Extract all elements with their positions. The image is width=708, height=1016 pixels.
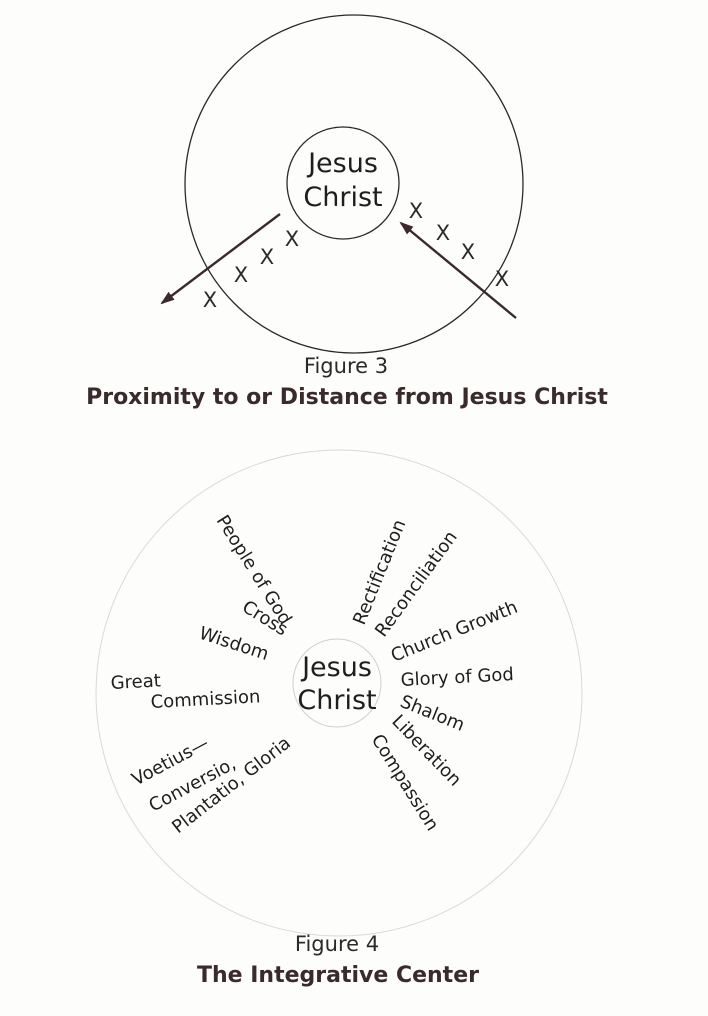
figure3-title: Proximity to or Distance from Jesus Chri… xyxy=(86,385,608,410)
label-commission: Commission xyxy=(150,686,261,713)
label-great: Great xyxy=(110,670,161,694)
figure3-inner-circle xyxy=(286,126,400,240)
toward-arrow xyxy=(399,221,517,319)
away-mark-1: X xyxy=(285,227,299,251)
figure4-center-line1: Jesus xyxy=(300,652,372,683)
figure4-title: The Integrative Center xyxy=(197,963,479,988)
figure3-center-line2: Christ xyxy=(303,182,382,213)
label-glory-of-god: Glory of God xyxy=(400,664,514,691)
toward-mark-1: X xyxy=(409,199,423,223)
away-arrow xyxy=(160,213,281,305)
away-mark-2: X xyxy=(260,245,274,269)
figure-3: Jesus Christ X X X X X X X X Figure 3 Pr… xyxy=(86,14,608,410)
figure3-outer-circle xyxy=(184,14,524,354)
figure4-inner-circle xyxy=(292,638,382,728)
figure3-center-line1: Jesus xyxy=(306,148,378,179)
toward-mark-3: X xyxy=(461,240,475,264)
figure4-caption: Figure 4 xyxy=(295,932,379,956)
toward-mark-2: X xyxy=(436,221,450,245)
label-wisdom: Wisdom xyxy=(196,623,271,665)
figure3-caption: Figure 3 xyxy=(304,354,388,378)
toward-mark-4: X xyxy=(495,267,509,291)
figure4-center-line2: Christ xyxy=(297,685,376,716)
away-mark-4: X xyxy=(203,288,217,312)
figure-4: Jesus Christ People of God Cross Wisdom … xyxy=(95,449,583,988)
figure4-outer-circle xyxy=(95,449,583,937)
away-mark-3: X xyxy=(234,263,248,287)
